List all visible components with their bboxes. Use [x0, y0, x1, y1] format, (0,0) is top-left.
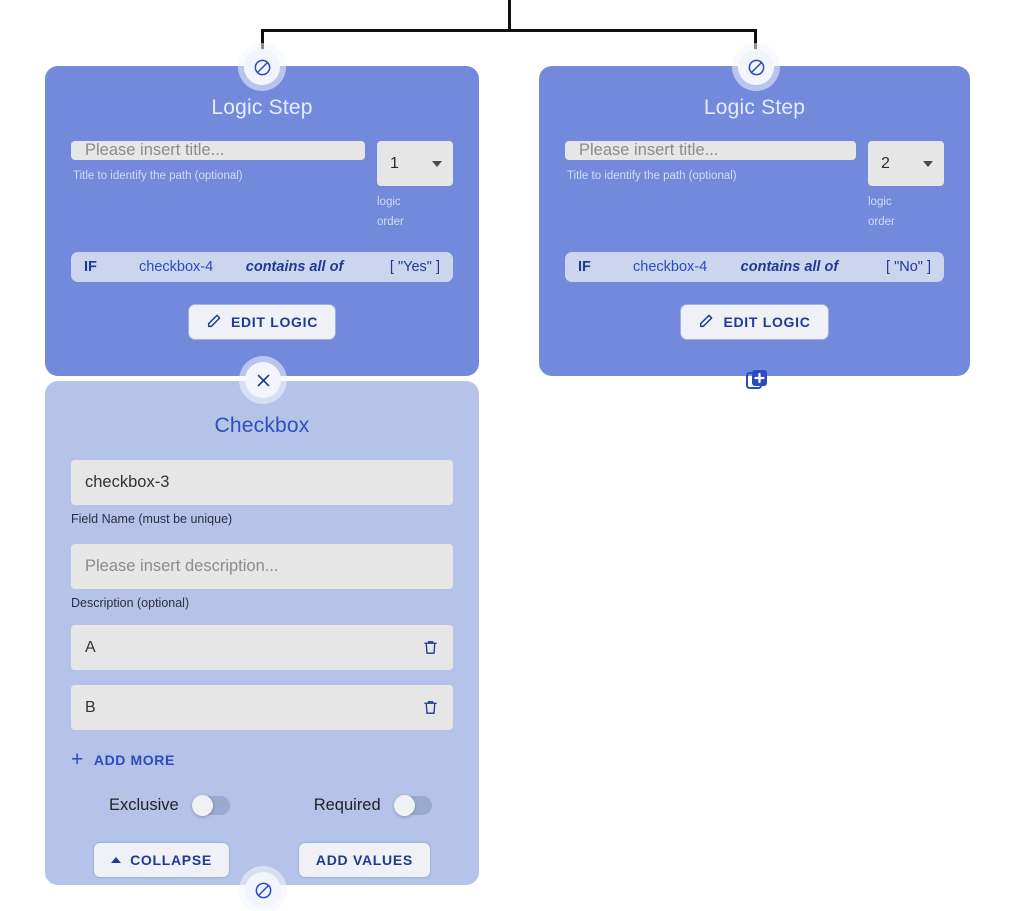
connector-bar — [261, 29, 757, 32]
pencil-icon — [698, 313, 714, 332]
condition-row[interactable]: IF checkbox-4 contains all of [ "Yes" ] — [71, 252, 453, 283]
add-more-button[interactable]: + ADD MORE — [71, 749, 453, 770]
exclusive-label: Exclusive — [109, 796, 179, 814]
condition-operator: contains all of — [245, 259, 344, 276]
value-text: A — [85, 638, 96, 656]
condition-row[interactable]: IF checkbox-4 contains all of [ "No" ] — [565, 252, 944, 283]
trash-icon[interactable] — [422, 699, 439, 716]
logic-order-value: 1 — [390, 154, 399, 172]
exclusive-toggle-group: Exclusive — [109, 795, 230, 816]
value-row[interactable]: A — [71, 625, 453, 670]
collapse-label: COLLAPSE — [130, 852, 212, 868]
title-input[interactable] — [71, 141, 365, 160]
toggle-knob — [191, 795, 213, 816]
title-helper-text: Title to identify the path (optional) — [73, 170, 243, 182]
logic-step-card-2: Logic Step Title to identify the path (o… — [539, 66, 970, 376]
condition-keyword: IF — [578, 259, 591, 276]
logic-order-select[interactable]: 1 — [377, 141, 453, 186]
logic-order-select[interactable]: 2 — [868, 141, 944, 186]
block-icon-badge-left-top[interactable] — [244, 49, 280, 85]
value-text: B — [85, 698, 96, 716]
condition-operator: contains all of — [740, 259, 839, 276]
logic-order-value: 2 — [881, 154, 890, 172]
plus-icon: + — [71, 748, 84, 771]
collapse-button[interactable]: COLLAPSE — [93, 842, 230, 878]
logic-step-card-1: Logic Step Title to identify the path (o… — [45, 66, 479, 376]
title-helper-text: Title to identify the path (optional) — [567, 170, 737, 182]
condition-value: [ "No" ] — [886, 259, 931, 276]
card-title: Checkbox — [214, 414, 310, 437]
add-values-button[interactable]: ADD VALUES — [297, 842, 431, 878]
close-icon-badge[interactable] — [245, 362, 281, 398]
block-icon — [254, 881, 273, 900]
field-name-input[interactable] — [71, 460, 453, 505]
card-title: Logic Step — [703, 96, 806, 119]
connector-stem — [508, 0, 511, 31]
logic-order-helper-line1: logic — [377, 196, 401, 208]
block-icon-badge-right-top[interactable] — [738, 49, 774, 85]
condition-keyword: IF — [84, 259, 97, 276]
required-label: Required — [313, 796, 381, 814]
description-input[interactable] — [71, 544, 453, 589]
checkbox-field-card: Checkbox Field Name (must be unique) Des… — [45, 381, 479, 885]
value-row[interactable]: B — [71, 685, 453, 730]
toggle-knob — [393, 795, 415, 816]
logic-order-helper-line1: logic — [868, 196, 892, 208]
exclusive-toggle[interactable] — [191, 795, 230, 816]
logic-order-helper-line2: order — [868, 215, 895, 228]
card-title: Logic Step — [211, 96, 313, 119]
block-icon — [253, 58, 272, 77]
required-toggle[interactable] — [393, 795, 432, 816]
duplicate-add-icon-badge[interactable] — [739, 362, 775, 398]
block-icon-badge-bottom[interactable] — [245, 872, 281, 908]
required-toggle-group: Required — [313, 795, 432, 816]
title-row: Title to identify the path (optional) 1 … — [45, 141, 479, 232]
pencil-icon — [206, 313, 222, 332]
edit-logic-button[interactable]: EDIT LOGIC — [187, 304, 337, 341]
edit-logic-button[interactable]: EDIT LOGIC — [680, 304, 829, 341]
close-icon — [255, 372, 272, 389]
condition-field: checkbox-4 — [139, 259, 214, 276]
condition-field: checkbox-4 — [633, 259, 708, 276]
add-more-label: ADD MORE — [93, 751, 175, 768]
description-helper: Description (optional) — [71, 596, 190, 610]
chevron-down-icon — [923, 160, 933, 167]
edit-logic-label: EDIT LOGIC — [723, 314, 811, 331]
add-values-label: ADD VALUES — [315, 852, 413, 868]
block-icon — [747, 58, 766, 77]
field-name-helper: Field Name (must be unique) — [71, 512, 233, 526]
title-input[interactable] — [565, 141, 856, 160]
logic-order-helper-line2: order — [377, 215, 404, 228]
duplicate-add-icon — [745, 368, 769, 392]
edit-logic-label: EDIT LOGIC — [230, 314, 319, 331]
title-row: Title to identify the path (optional) 2 … — [539, 141, 970, 232]
chevron-down-icon — [432, 160, 442, 167]
condition-value: [ "Yes" ] — [389, 259, 440, 276]
connector-drop-right — [754, 29, 757, 55]
trash-icon[interactable] — [422, 639, 439, 656]
connector-drop-left — [261, 29, 264, 55]
chevron-up-icon — [111, 857, 122, 863]
